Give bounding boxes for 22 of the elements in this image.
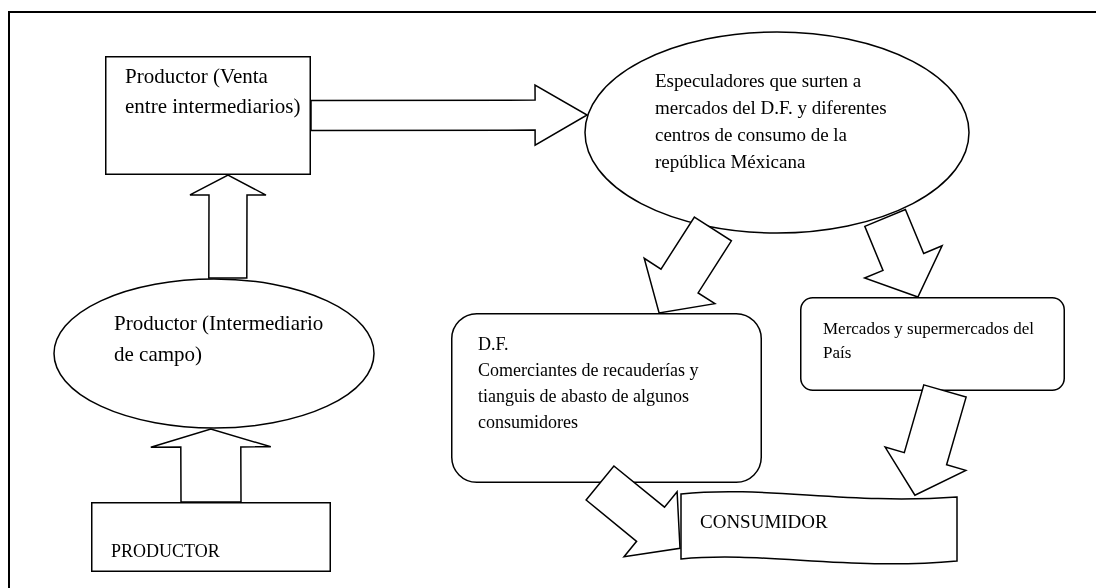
node-text: Comerciantes de recauderías y tianguis de abasto de algunos consumidores (478, 359, 700, 434)
block-arrow (150, 428, 272, 503)
block-arrow (883, 383, 968, 497)
process-ellipse (584, 31, 970, 234)
block-arrow (862, 208, 944, 298)
node-text: Mercados y supermercados del País (823, 318, 1035, 364)
banner-shape (680, 489, 958, 567)
node-text: Productor (Venta entre intermediarios) (125, 63, 302, 120)
process-ellipse (53, 278, 375, 429)
node-text: PRODUCTOR (111, 540, 221, 563)
node-text: D.F. (478, 333, 510, 356)
node-text: Productor (Intermediario de campo) (114, 310, 324, 368)
node-text: Especuladores que surten a mercados del D.F. y diferentes centros de consumo de la república Méxicana (655, 69, 888, 174)
block-arrow (642, 216, 733, 314)
process-box (800, 297, 1065, 391)
block-arrow (585, 464, 681, 558)
block-arrow (310, 83, 589, 147)
process-box (91, 502, 331, 572)
node-text: CONSUMIDOR (700, 510, 829, 534)
block-arrow (189, 174, 267, 279)
process-box (105, 56, 311, 175)
process-box (451, 313, 762, 483)
